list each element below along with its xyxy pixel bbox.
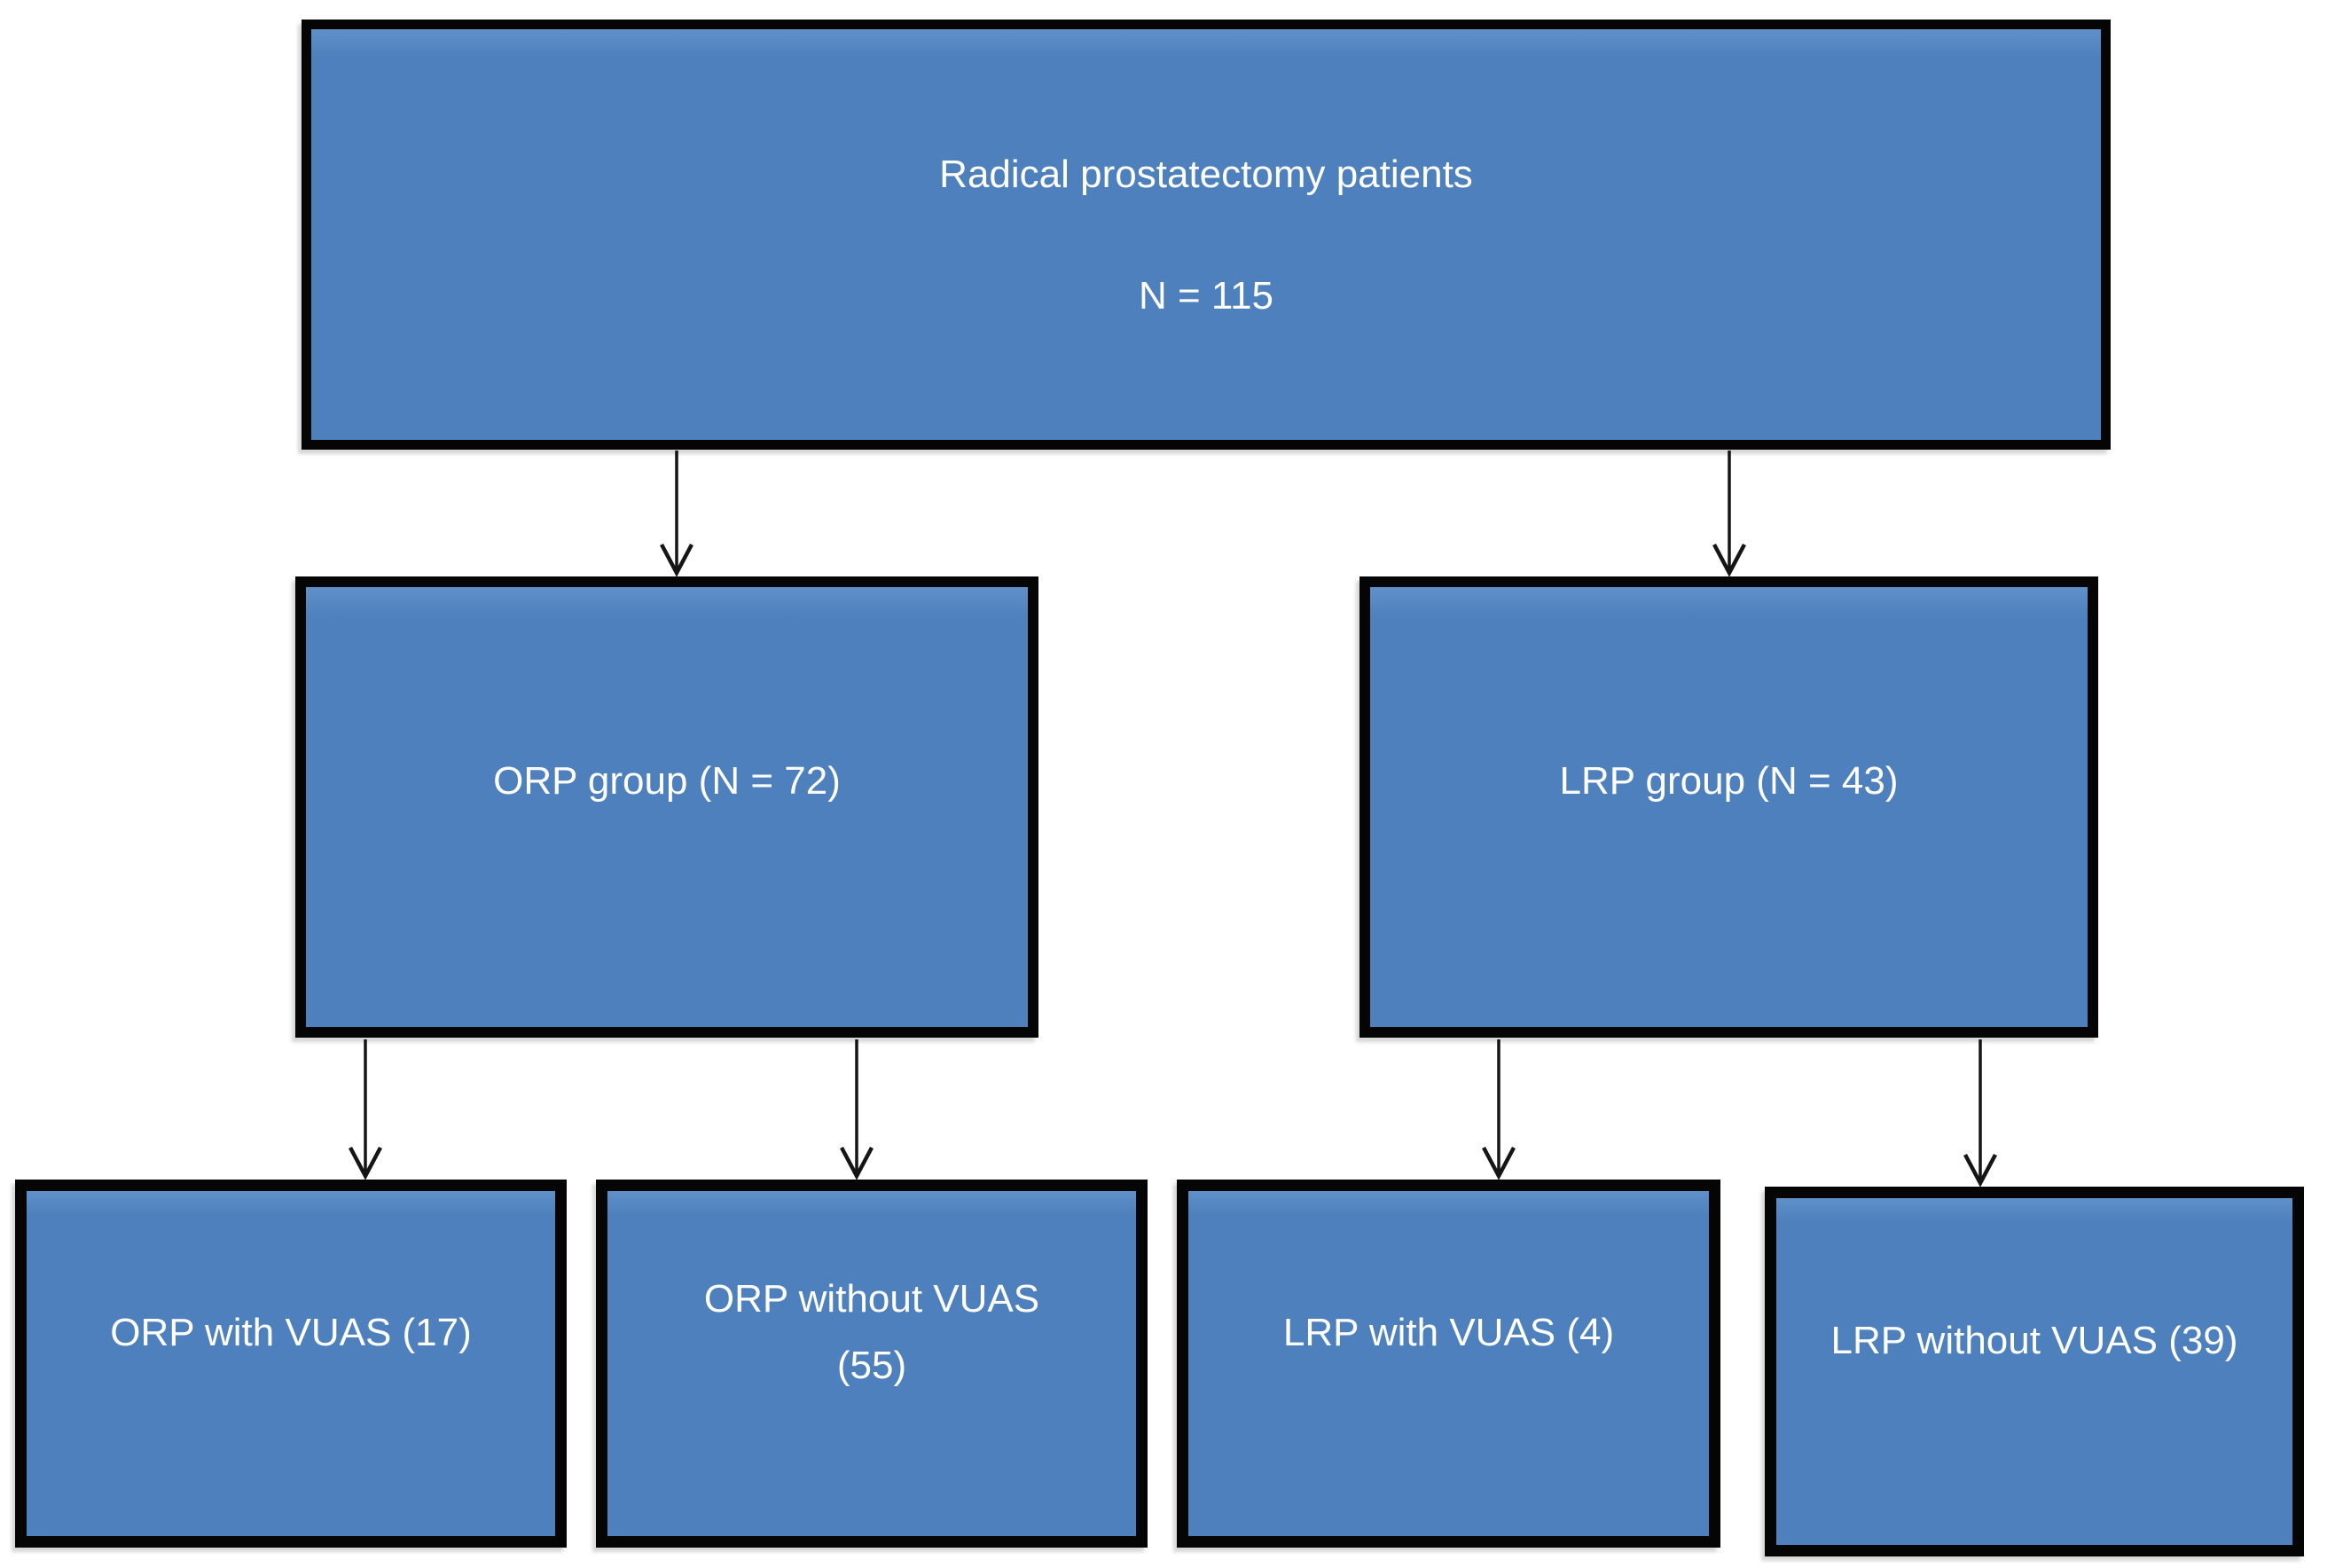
node-root-title: Radical prostatectomy patients: [939, 152, 1473, 196]
node-lrp-with-vuas-label: LRP with VUAS (4): [1282, 1311, 1615, 1354]
arrow-root-to-lrp-group: [1712, 451, 1746, 577]
node-orp-with-vuas: ORP with VUAS (17): [15, 1180, 567, 1548]
node-lrp-without-vuas-label: LRP without VUAS (39): [1830, 1319, 2238, 1362]
node-lrp-without-vuas: LRP without VUAS (39): [1765, 1187, 2304, 1556]
arrow-orp-group-to-orp-with-vuas: [349, 1039, 382, 1180]
arrow-lrp-group-to-lrp-with-vuas: [1482, 1039, 1516, 1180]
node-orp-without-vuas: ORP without VUAS (55): [596, 1180, 1148, 1548]
node-orp-group: ORP group (N = 72): [295, 576, 1038, 1038]
node-root-count: N = 115: [1138, 273, 1274, 318]
arrow-root-to-orp-group: [660, 451, 693, 577]
node-orp-without-vuas-label-line1: ORP without VUAS: [703, 1276, 1040, 1321]
node-root: Radical prostatectomy patients N = 115: [302, 20, 2111, 450]
node-orp-with-vuas-label: ORP with VUAS (17): [110, 1311, 472, 1354]
node-orp-group-label: ORP group (N = 72): [493, 758, 841, 803]
node-lrp-group-label: LRP group (N = 43): [1559, 758, 1899, 803]
node-lrp-with-vuas: LRP with VUAS (4): [1177, 1180, 1720, 1548]
node-lrp-group: LRP group (N = 43): [1359, 576, 2098, 1038]
arrow-orp-group-to-orp-without-vuas: [840, 1039, 874, 1180]
node-orp-without-vuas-label-line2: (55): [836, 1343, 907, 1387]
arrow-lrp-group-to-lrp-without-vuas: [1963, 1039, 1997, 1188]
